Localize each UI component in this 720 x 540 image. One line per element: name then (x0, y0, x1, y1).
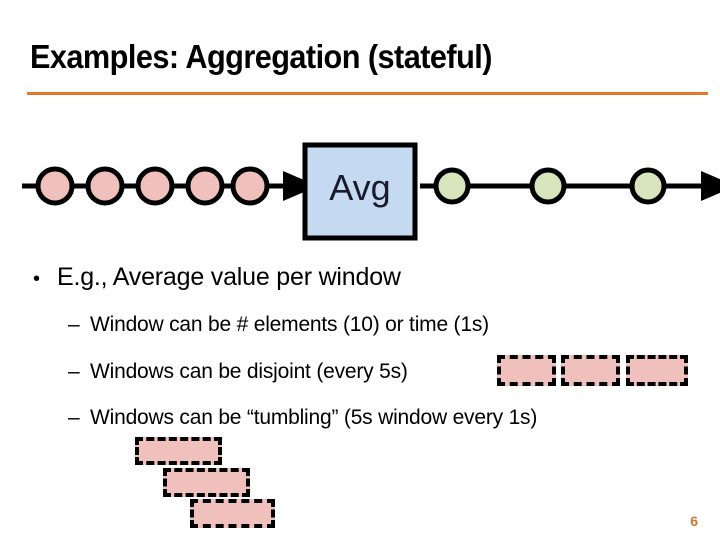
page-title: Examples: Aggregation (stateful) (30, 38, 492, 75)
avg-operator-box: Avg (302, 142, 418, 241)
dash-marker-icon: – (68, 406, 80, 429)
bullet-level1: • E.g., Average value per window (33, 262, 401, 292)
bullet-level2-text: Window can be # elements (10) or time (1… (90, 313, 489, 336)
bullet-level2-text: Windows can be disjoint (every 5s) (90, 360, 408, 383)
bullet-level1-text: E.g., Average value per window (57, 263, 401, 291)
bullet-marker-icon: • (33, 268, 41, 290)
disjoint-window-box (561, 355, 620, 386)
tumbling-window-box (163, 468, 250, 497)
bullet-level2-window-size: – Window can be # elements (10) or time … (68, 312, 489, 338)
output-stream-elements (433, 167, 667, 205)
bullet-level2-disjoint: – Windows can be disjoint (every 5s) (68, 359, 408, 385)
title-divider (27, 92, 708, 95)
dash-marker-icon: – (68, 360, 80, 383)
disjoint-window-box (626, 355, 688, 386)
aggregation-pipeline-diagram: Avg (0, 130, 720, 245)
bullet-level2-tumbling: – Windows can be “tumbling” (5s window e… (68, 405, 537, 431)
dash-marker-icon: – (68, 313, 80, 336)
input-stream-elements (35, 166, 270, 206)
avg-operator-label: Avg (329, 167, 390, 208)
tumbling-window-box (135, 437, 222, 465)
bullet-level2-text: Windows can be “tumbling” (5s window eve… (90, 406, 538, 429)
page-number: 6 (690, 513, 698, 529)
tumbling-window-box (190, 499, 275, 528)
disjoint-window-box (497, 355, 556, 386)
